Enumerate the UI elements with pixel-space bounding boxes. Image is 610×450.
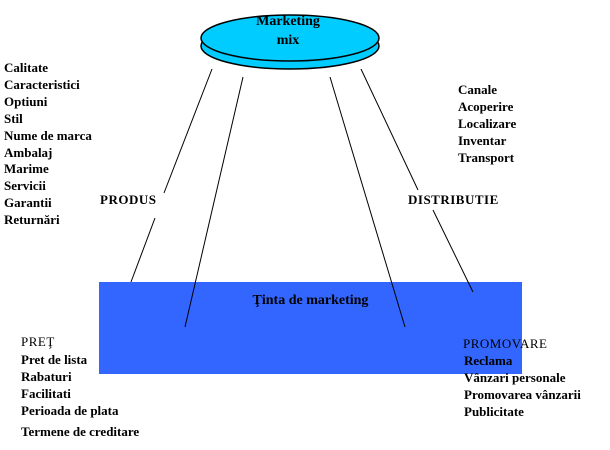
pret-attribute-list: Pret de lista Rabaturi Facilitati Perioa… [21,352,139,441]
promovare-heading: PROMOVARE [463,336,548,351]
produs-item: Caracteristici [4,76,80,92]
connector-promovare [329,76,406,328]
produs-item: Garantii [4,195,52,211]
pret-item: Pret de lista [21,352,88,367]
marketing-mix-label: Marketing mix [213,12,363,50]
pret-item: Rabaturi [21,368,72,384]
promovare-item: Publicitate [464,403,524,419]
marketing-target-box: Ţinta de marketing [99,282,522,374]
produs-item: Nume de marca [4,127,92,143]
marketing-mix-line2: mix [276,33,300,48]
distributie-item: Transport [458,149,515,165]
produs-item: Optiuni [4,93,48,109]
marketing-target-label: Ţinta de marketing [252,293,369,308]
distributie-attribute-list: Canale Acoperire Localizare Inventar Tra… [458,82,516,167]
produs-attribute-list: Calitate Caracteristici Optiuni Stil Num… [4,60,92,229]
connector-pret [184,76,244,328]
produs-item: Calitate [4,60,49,75]
distributie-item: Inventar [458,132,507,148]
pret-item: Facilitati [21,385,71,401]
pret-item: Termene de creditare [21,423,140,439]
connector-produs-box [130,217,156,283]
distributie-item: Localizare [458,115,517,131]
promovare-item: Reclama [464,353,513,368]
produs-heading: PRODUS [100,192,157,207]
connector-distributie-box [432,209,474,293]
promovare-item: Vânzari personale [464,369,566,385]
distributie-item: Canale [458,82,497,97]
marketing-mix-ellipse [200,14,380,70]
produs-item: Stil [4,110,23,126]
produs-item: Marime [4,161,49,177]
produs-item: Servicii [4,178,46,194]
connector-distributie [360,68,419,191]
pret-heading: PREŢ [21,334,55,349]
promovare-attribute-list: Reclama Vânzari personale Promovarea vân… [464,353,581,421]
connector-produs [163,68,213,194]
distributie-item: Acoperire [458,98,514,114]
produs-item: Ambalaj [4,144,53,160]
marketing-mix-line1: Marketing [256,14,320,29]
distributie-heading: DISTRIBUTIE [408,192,499,207]
pret-item: Perioada de plata [21,402,119,418]
promovare-item: Promovarea vânzarii [464,386,581,402]
produs-item: Returnări [4,212,60,228]
